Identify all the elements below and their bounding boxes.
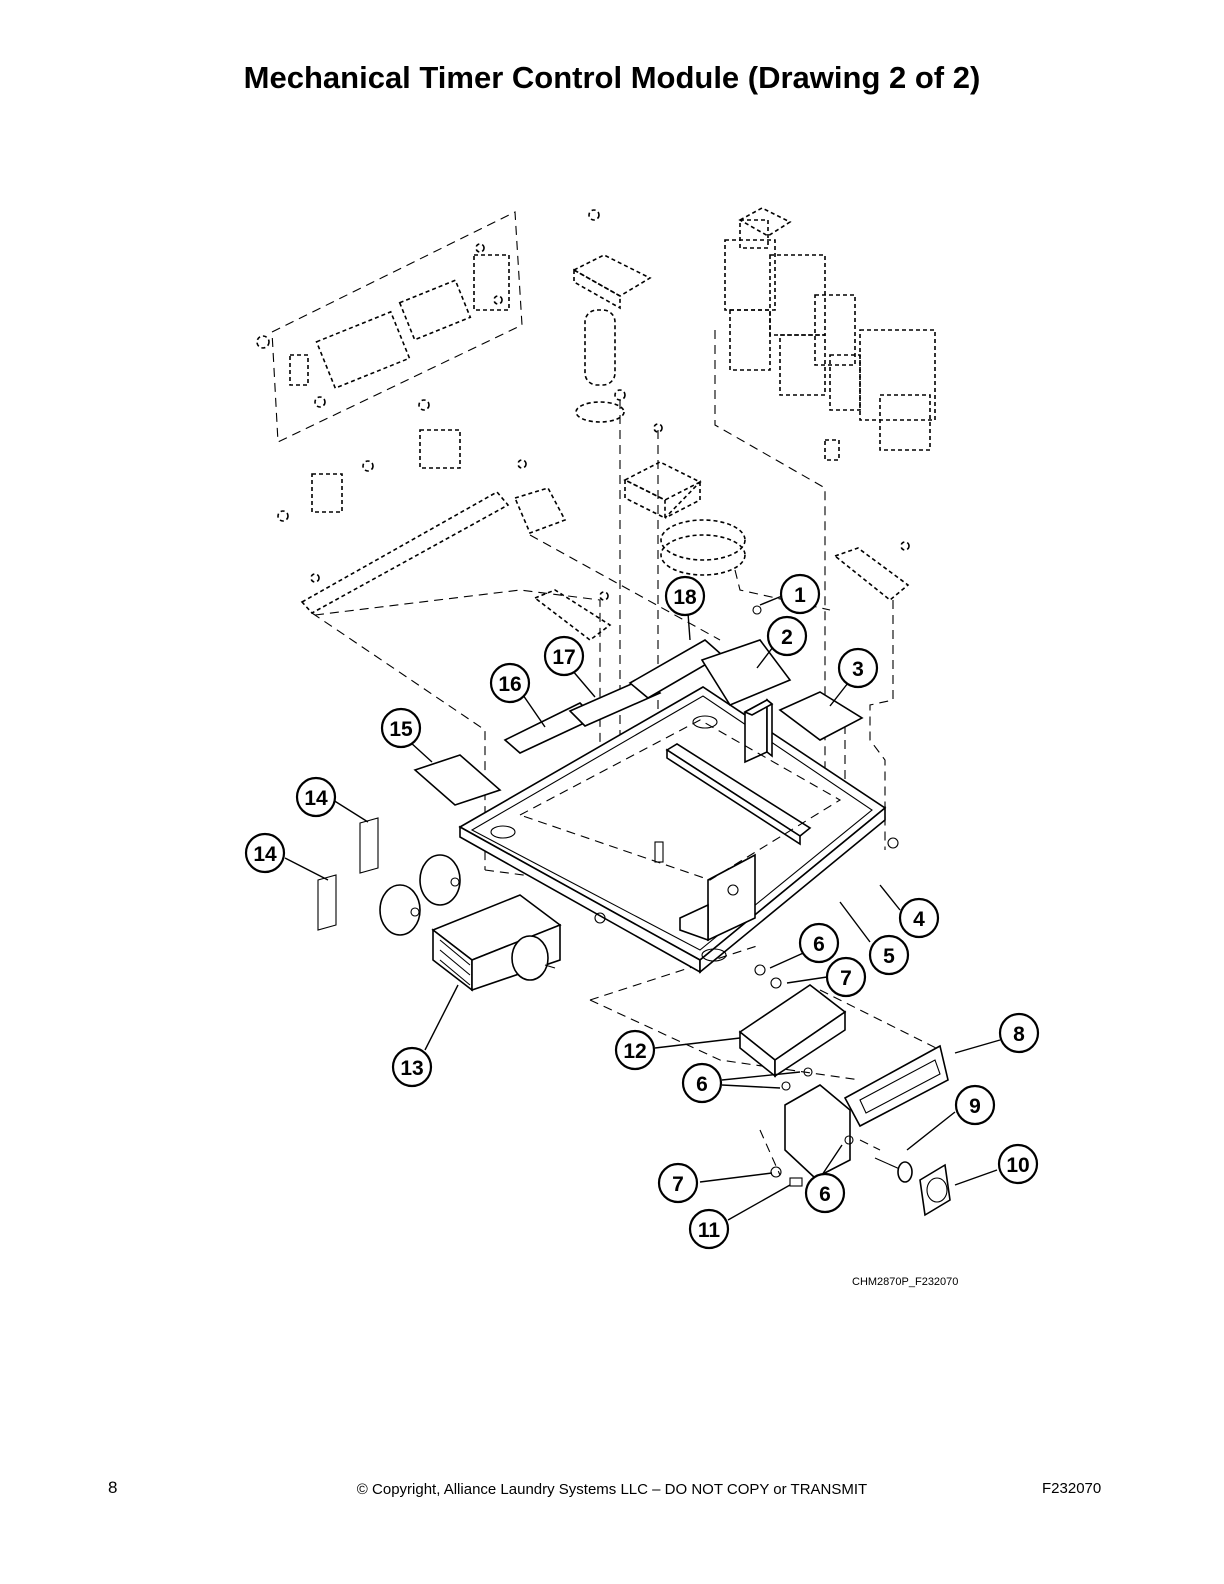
capacitors <box>317 817 461 936</box>
callout-11: 11 <box>688 1208 730 1250</box>
svg-text:1: 1 <box>794 584 806 607</box>
callout-7-lower: 7 <box>657 1162 699 1204</box>
callout-14-upper: 14 <box>295 776 337 818</box>
svg-text:6: 6 <box>813 933 825 956</box>
svg-text:4: 4 <box>913 908 925 931</box>
svg-text:2: 2 <box>781 626 793 649</box>
callouts: 1 2 3 4 5 6 7 8 9 10 6 6 7 11 12 13 14 1… <box>244 573 1040 1250</box>
callout-6-upper: 6 <box>798 922 840 964</box>
svg-text:9: 9 <box>969 1095 981 1118</box>
callout-2: 2 <box>766 615 808 657</box>
svg-text:6: 6 <box>819 1183 831 1206</box>
callout-1: 1 <box>779 573 821 615</box>
callout-12: 12 <box>614 1029 656 1071</box>
svg-text:14: 14 <box>304 787 328 810</box>
drawing-code: CHM2870P_F232070 <box>852 1276 959 1288</box>
svg-text:5: 5 <box>883 945 895 968</box>
callout-15: 15 <box>380 707 422 749</box>
page-number: 8 <box>108 1478 118 1497</box>
callout-6-lower: 6 <box>804 1172 846 1214</box>
decal-labels <box>413 639 864 806</box>
copyright-notice: © Copyright, Alliance Laundry Systems LL… <box>356 1481 868 1498</box>
callout-10: 10 <box>997 1143 1039 1185</box>
terminal-bracket-assembly <box>738 605 951 1217</box>
svg-text:18: 18 <box>673 586 697 609</box>
callout-17: 17 <box>543 635 585 677</box>
svg-text:8: 8 <box>1013 1023 1025 1046</box>
svg-text:16: 16 <box>498 673 521 696</box>
svg-text:3: 3 <box>852 658 864 681</box>
svg-text:7: 7 <box>672 1173 684 1196</box>
callout-4: 4 <box>898 897 940 939</box>
svg-text:14: 14 <box>253 843 277 866</box>
svg-text:11: 11 <box>698 1219 721 1242</box>
svg-text:6: 6 <box>696 1073 708 1096</box>
callout-3: 3 <box>837 647 879 689</box>
leader-lines <box>284 595 1001 1221</box>
callout-16: 16 <box>489 662 531 704</box>
callout-18: 18 <box>664 575 706 617</box>
svg-text:15: 15 <box>389 718 413 741</box>
callout-6-middle: 6 <box>681 1062 723 1104</box>
callout-7-upper: 7 <box>825 956 867 998</box>
callout-14-lower: 14 <box>244 832 286 874</box>
svg-text:13: 13 <box>400 1057 423 1080</box>
svg-text:17: 17 <box>552 646 575 669</box>
callout-8: 8 <box>998 1012 1040 1054</box>
phantom-reference-parts <box>256 207 936 642</box>
svg-text:10: 10 <box>1006 1154 1029 1177</box>
timer <box>431 894 562 992</box>
svg-text:7: 7 <box>840 967 852 990</box>
svg-text:12: 12 <box>623 1040 646 1063</box>
callout-9: 9 <box>954 1084 996 1126</box>
document-id: F232070 <box>1042 1480 1102 1497</box>
base-plate <box>458 686 899 974</box>
callout-13: 13 <box>391 1046 433 1088</box>
callout-5: 5 <box>868 934 910 976</box>
page-title: Mechanical Timer Control Module (Drawing… <box>243 60 981 95</box>
